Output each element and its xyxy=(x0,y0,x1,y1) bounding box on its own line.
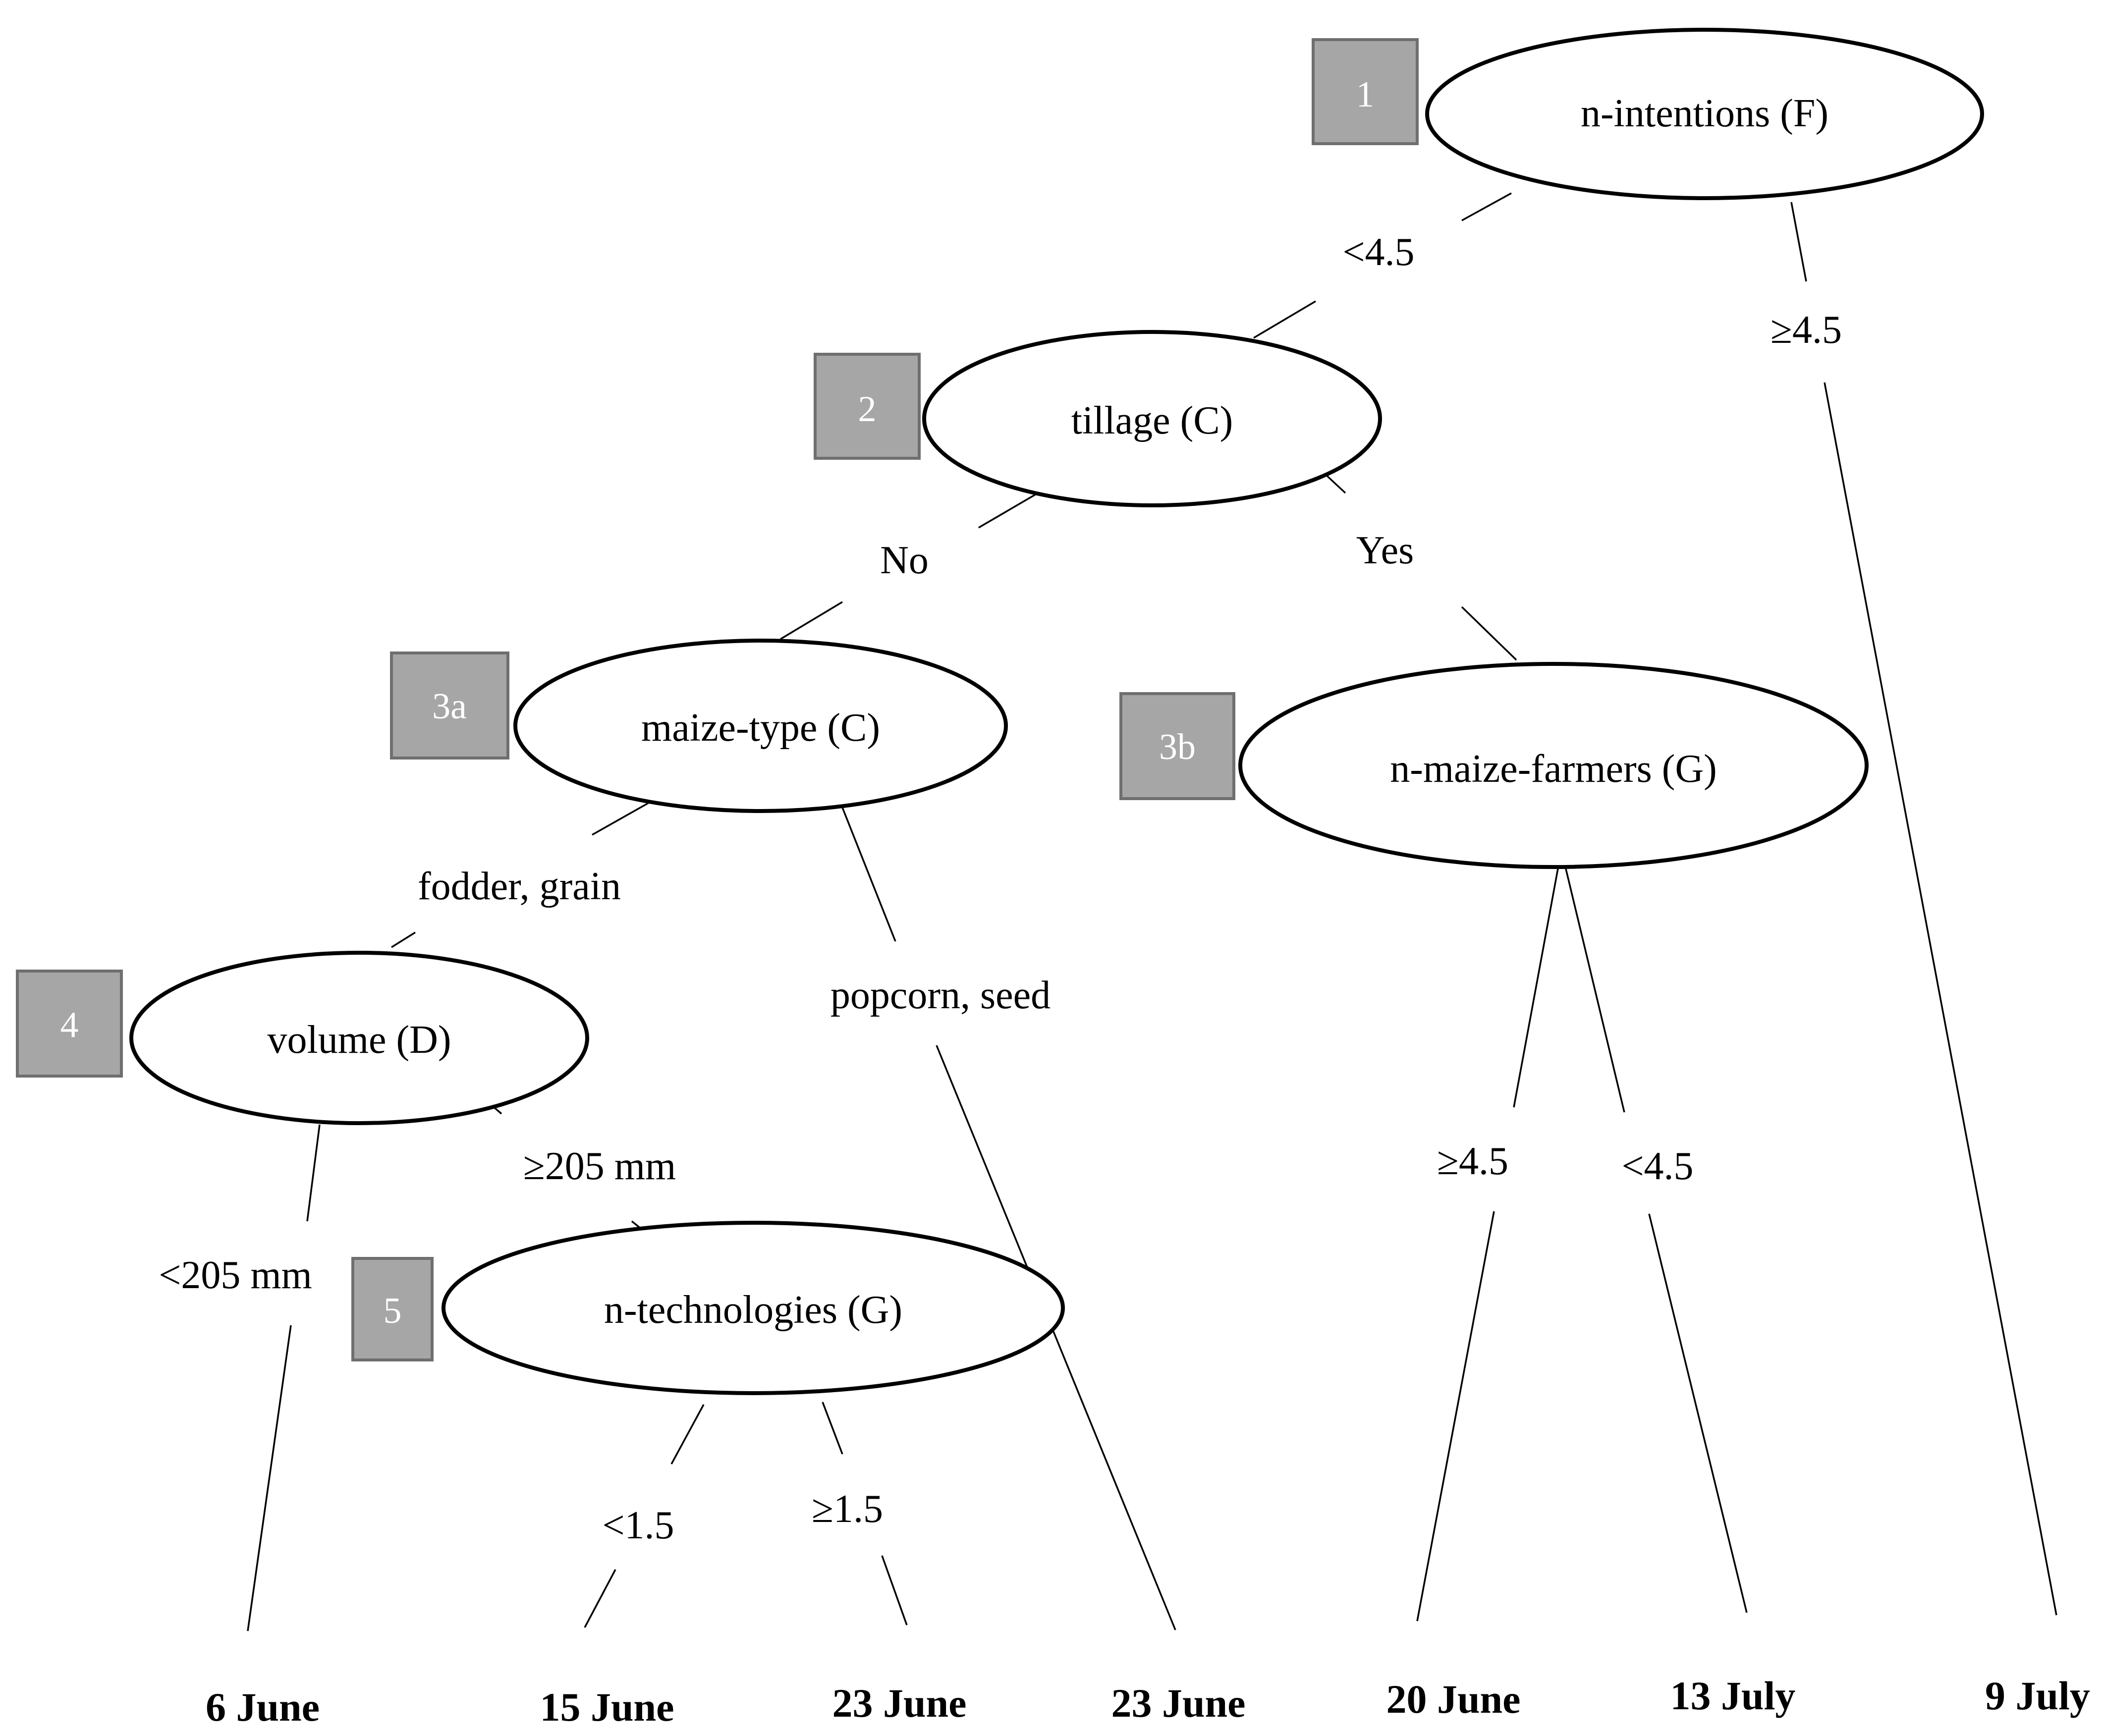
edge-label-2-3a: No xyxy=(880,539,929,582)
edge-2-3b-lower xyxy=(1461,606,1517,661)
node-label: maize-type (C) xyxy=(641,706,880,750)
node-ellipse xyxy=(922,330,1382,507)
node-ellipse xyxy=(513,639,1008,813)
node-number: 5 xyxy=(384,1291,402,1331)
edge-label-3a-leaf4: popcorn, seed xyxy=(830,974,1051,1017)
edge-label-5-leaf3: ≥1.5 xyxy=(812,1487,883,1531)
edge-3a-4-upper xyxy=(592,802,650,836)
edge-4-leaf1-upper xyxy=(306,1124,321,1222)
edge-lines xyxy=(247,192,2057,1631)
edge-3b-leaf5-lower xyxy=(1416,1211,1495,1622)
edge-5-leaf2-lower xyxy=(584,1569,616,1628)
leaf-23-june-b: 23 June xyxy=(1111,1681,1245,1726)
node-label: tillage (C) xyxy=(1071,399,1233,442)
node-number-box xyxy=(351,1257,434,1361)
node-4: 4 volume (D) xyxy=(16,951,589,1125)
edge-labels: <4.5 ≥4.5 No Yes fodder, grain popcorn, … xyxy=(159,230,1842,1547)
edge-label-5-leaf2: <1.5 xyxy=(602,1504,674,1547)
edge-label-3b-leaf5: ≥4.5 xyxy=(1437,1139,1508,1183)
leaf-labels: 6 June 15 June 23 June 23 June 20 June 1… xyxy=(206,1673,2090,1730)
node-number-box xyxy=(1119,692,1235,800)
edge-3b-leaf6-upper xyxy=(1560,848,1625,1113)
leaf-23-june-a: 23 June xyxy=(832,1681,966,1726)
edge-5-leaf2-upper xyxy=(670,1404,705,1465)
leaf-13-july: 13 July xyxy=(1670,1673,1796,1718)
node-number-box xyxy=(1312,38,1419,145)
edge-label-4-leaf1: <205 mm xyxy=(159,1253,312,1297)
edge-2-3a-lower xyxy=(780,601,843,640)
edge-label-4-5: ≥205 mm xyxy=(523,1144,676,1188)
node-3a: 3a maize-type (C) xyxy=(390,639,1008,813)
edge-label-1-leaf7: ≥4.5 xyxy=(1771,308,1842,352)
edge-3a-leaf4-lower xyxy=(936,1045,1176,1630)
node-number-box xyxy=(16,970,123,1078)
node-label: n-technologies (G) xyxy=(604,1288,902,1332)
edge-1-2-upper xyxy=(1461,192,1512,221)
edge-5-leaf3-upper xyxy=(822,1402,843,1455)
node-ellipse xyxy=(1425,28,1984,200)
edge-1-2-lower xyxy=(1253,300,1316,339)
edge-3a-4-lower xyxy=(391,931,416,948)
node-number-box xyxy=(390,651,509,760)
edge-2-3a-upper xyxy=(978,492,1039,529)
leaf-9-july: 9 July xyxy=(1985,1673,2090,1718)
node-label: volume (D) xyxy=(267,1018,451,1062)
edge-label-1-2: <4.5 xyxy=(1342,230,1414,274)
node-number: 3b xyxy=(1159,727,1196,767)
edge-label-3b-leaf6: <4.5 xyxy=(1621,1144,1693,1188)
edge-label-3a-4: fodder, grain xyxy=(418,865,621,908)
edge-1-leaf7-upper xyxy=(1790,202,1807,282)
leaf-6-june: 6 June xyxy=(206,1684,320,1730)
node-number: 3a xyxy=(432,686,467,727)
node-2: 2 tillage (C) xyxy=(814,330,1382,507)
node-number: 2 xyxy=(858,389,877,430)
node-ellipse xyxy=(1238,662,1869,869)
edge-5-leaf3-lower xyxy=(881,1555,908,1626)
node-1: 1 n-intentions (F) xyxy=(1312,28,1984,200)
leaf-15-june: 15 June xyxy=(540,1684,674,1730)
node-5: 5 n-technologies (G) xyxy=(351,1221,1065,1395)
edge-3a-leaf4-upper xyxy=(841,807,896,942)
node-number: 1 xyxy=(1356,74,1375,115)
node-label: n-maize-farmers (G) xyxy=(1390,747,1717,791)
node-3b: 3b n-maize-farmers (G) xyxy=(1119,662,1869,869)
node-number: 4 xyxy=(60,1005,79,1045)
edge-1-leaf7-lower xyxy=(1824,382,2057,1616)
leaf-20-june: 20 June xyxy=(1386,1677,1520,1722)
node-label: n-intentions (F) xyxy=(1581,92,1828,135)
edge-3b-leaf6-lower xyxy=(1648,1213,1748,1613)
node-ellipse xyxy=(442,1221,1065,1395)
edge-3b-leaf5-upper xyxy=(1513,847,1563,1108)
edge-4-leaf1-lower xyxy=(247,1325,292,1631)
edge-label-2-3b: Yes xyxy=(1356,529,1414,572)
edge-2-3b-upper xyxy=(1323,472,1346,494)
node-ellipse xyxy=(129,951,589,1125)
node-number-box xyxy=(814,353,921,460)
